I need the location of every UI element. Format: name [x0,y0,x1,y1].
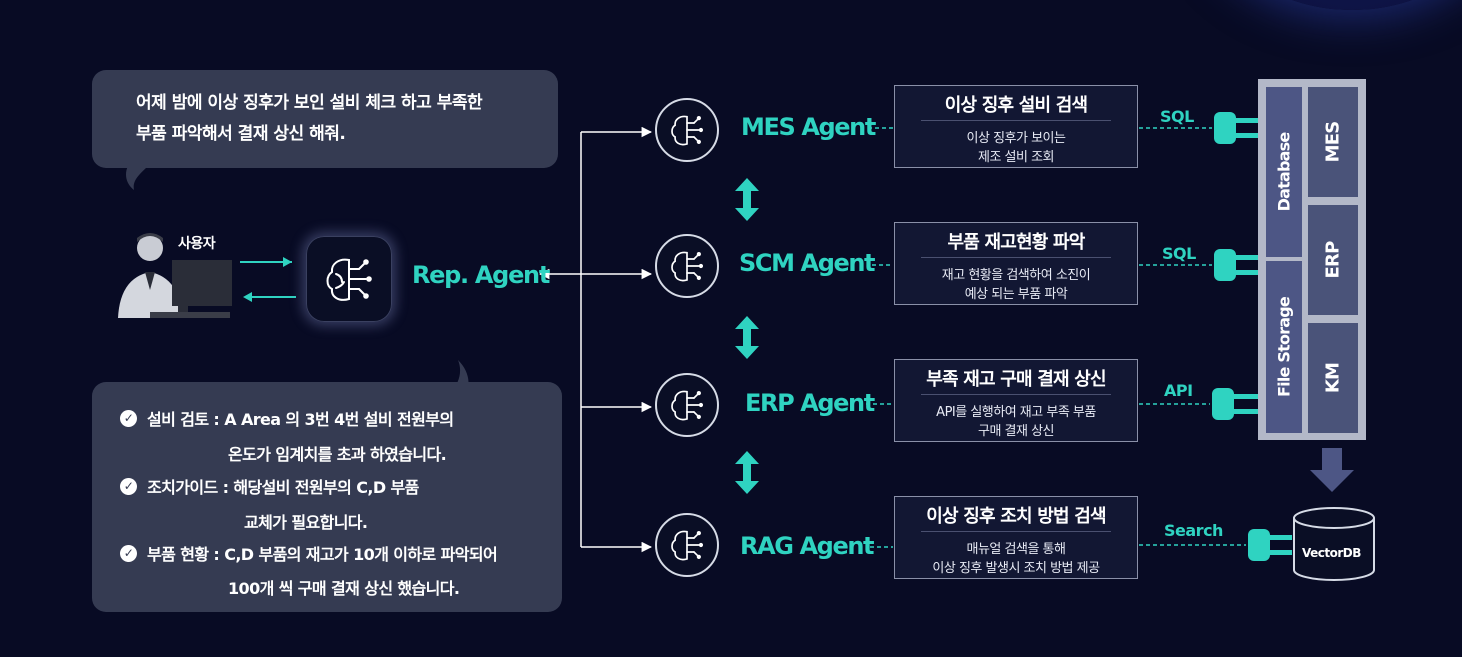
mes-agent-label: MES Agent [741,113,876,141]
result-item: ✓ 조치가이드 : 해당설비 전원부의 C,D 부품 [120,474,419,498]
request-text: 어제 밤에 이상 징후가 보인 설비 체크 하고 부족한 부품 파악해서 결재 … [136,88,546,150]
brain-circuit-icon [671,530,704,561]
brain-circuit-icon [671,251,704,282]
erp-agent-icon [655,373,719,437]
rag-agent-label: RAG Agent [740,532,875,560]
mes-system-block: MES [1308,87,1358,197]
erp-task-desc-2: 구매 결재 상신 [977,424,1055,439]
request-line-2: 부품 파악해서 결재 상신 해줘. [136,124,346,144]
scm-task-box: 부품 재고현황 파악 재고 현황을 검색하여 소진이 예상 되는 부품 파악 [894,222,1138,305]
erp-system-block: ERP [1308,205,1358,315]
scm-task-desc-1: 재고 현황을 검색하여 소진이 [941,268,1091,283]
mes-task-title: 이상 징후 설비 검색 [944,95,1088,116]
file-storage-column: File Storage [1266,261,1302,433]
mes-system-label: MES [1322,121,1344,163]
km-system-block: KM [1308,323,1358,433]
erp-agent-label: ERP Agent [745,389,875,417]
mes-task-box: 이상 징후 설비 검색 이상 징후가 보이는 제조 설비 조회 [894,85,1138,168]
task-divider [921,257,1111,258]
result-line: 조치가이드 : 해당설비 전원부의 C,D 부품 [147,478,419,497]
scm-protocol-label: SQL [1162,244,1196,263]
agent-task-links [866,127,1246,548]
rag-protocol-label: Search [1164,521,1223,540]
storage-frame: Database File Storage MES ERP KM [1258,79,1366,440]
mes-task-desc-1: 이상 징후가 보이는 [966,131,1066,146]
rag-task-box: 이상 징후 조치 방법 검색 매뉴얼 검색을 통해 이상 징후 발생시 조치 방… [894,496,1138,579]
scm-agent-label: SCM Agent [739,249,876,277]
result-line-cont: 100개 씩 구매 결재 상신 했습니다. [228,579,460,598]
task-divider [921,120,1111,121]
rag-task-title: 이상 징후 조치 방법 검색 [926,506,1106,527]
file-storage-label: File Storage [1274,297,1294,397]
rep-agent-box [306,236,392,322]
vector-db-label: VectorDB [1302,546,1361,560]
brain-circuit-icon [671,115,704,146]
result-item: ✓ 설비 검토 : A Area 의 3번 4번 설비 전원부의 [120,406,454,430]
result-bubble: ✓ 설비 검토 : A Area 의 3번 4번 설비 전원부의 온도가 임계치를… [92,382,562,612]
user-request-bubble: 어제 밤에 이상 징후가 보인 설비 체크 하고 부족한 부품 파악해서 결재 … [92,70,558,168]
mes-agent-icon [655,98,719,162]
mes-task-desc-2: 제조 설비 조회 [977,150,1055,165]
user-label: 사용자 [178,236,216,252]
brain-circuit-icon [326,258,372,301]
database-cylinder-icon [1293,507,1375,581]
rag-task-desc-1: 매뉴얼 검색을 통해 [966,542,1066,557]
plug-icon [1212,112,1292,561]
erp-task-title: 부족 재고 구매 결재 상신 [926,369,1106,390]
result-line: 부품 현황 : C,D 부품의 재고가 10개 이하로 파악되어 [147,545,498,564]
km-system-label: KM [1322,362,1344,394]
request-bubble-tail [126,166,148,190]
result-line: 설비 검토 : A Area 의 3번 4번 설비 전원부의 [147,410,454,429]
request-line-1: 어제 밤에 이상 징후가 보인 설비 체크 하고 부족한 [136,93,483,113]
brain-circuit-icon [671,390,704,421]
result-line-cont: 교체가 필요합니다. [244,513,368,532]
task-divider [921,394,1111,395]
scm-task-title: 부품 재고현황 파악 [947,232,1085,253]
check-circle-icon: ✓ [120,477,137,495]
erp-system-label: ERP [1322,241,1344,279]
corner-glow-decoration [1202,0,1462,10]
database-label: Database [1274,132,1294,212]
rep-agent-label: Rep. Agent [412,261,550,289]
user-at-computer-icon [118,233,232,318]
task-divider [921,531,1111,532]
double-arrow-icon [735,178,759,494]
scm-agent-icon [655,234,719,298]
erp-task-desc-1: API를 실행하여 재고 부족 부품 [936,405,1096,420]
check-circle-icon: ✓ [120,409,137,427]
check-circle-icon: ✓ [120,544,137,562]
erp-task-box: 부족 재고 구매 결재 상신 API를 실행하여 재고 부족 부품 구매 결재 … [894,359,1138,442]
erp-protocol-label: API [1164,381,1193,400]
result-item: ✓ 부품 현황 : C,D 부품의 재고가 10개 이하로 파악되어 [120,541,498,565]
mes-protocol-label: SQL [1160,107,1194,126]
down-arrow-icon [1310,448,1354,492]
rag-task-desc-2: 이상 징후 발생시 조치 방법 제공 [932,561,1100,576]
scm-task-desc-2: 예상 되는 부품 파악 [964,287,1068,302]
rag-agent-icon [655,513,719,577]
result-line-cont: 온도가 임계치를 초과 하였습니다. [228,445,447,464]
response-bubble-tail [454,360,469,388]
database-column: Database [1266,87,1302,257]
